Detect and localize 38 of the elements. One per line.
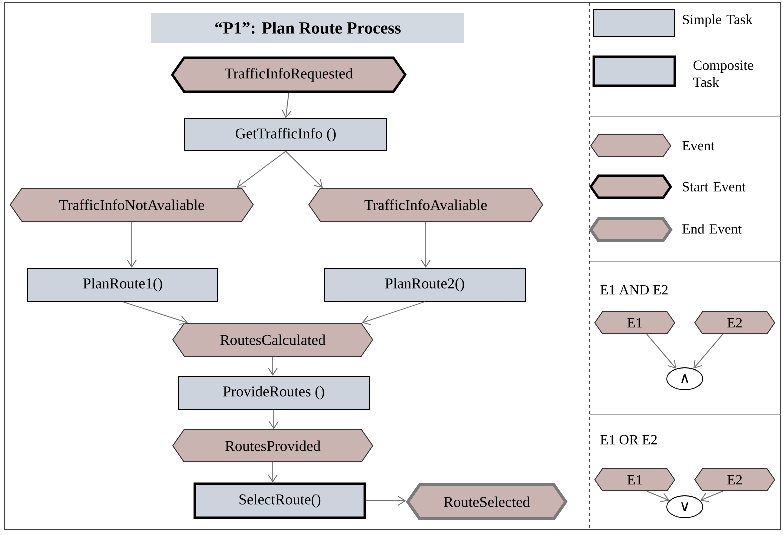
arrow [646,334,676,369]
task-box: SelectRoute() [194,482,366,520]
title-banner: “P1”: Plan Route Process [152,13,464,43]
group-heading: E1 OR E2 [600,435,657,445]
legend-entry: Simple Task [594,10,753,38]
legend-entry: End Event [589,218,742,242]
arrow [268,462,278,483]
event-hexagon: RoutesProvided [172,430,374,462]
task-box: GetTrafficInfo () [184,118,388,152]
event-hexagon: RouteSelected [406,484,568,520]
event-hexagon: E1 [594,312,676,334]
arrow [286,151,323,188]
event-hexagon: TrafficInfoRequested [171,56,407,94]
arrow [269,410,279,430]
task-box: PlanRoute1() [28,268,218,302]
arrow [366,496,406,506]
legend-entry: Start Event [590,174,746,200]
event-hexagon: E2 [694,312,776,334]
arrow [282,92,292,118]
event-hexagon: E1 [594,468,676,492]
task-box: PlanRoute2() [324,268,526,302]
arrow [362,302,426,326]
arrow [700,491,724,502]
event-hexagon: E2 [694,468,776,492]
arrow [237,151,286,188]
arrow [421,222,431,268]
arrow [127,222,137,268]
arrow [122,302,188,326]
event-hexagon: TrafficInfoNotAvaliable [10,188,254,222]
legend-entry: Composite Task [592,56,754,88]
arrow [694,334,724,369]
arrow [268,356,278,376]
task-box: ProvideRoutes () [178,376,370,410]
event-hexagon: TrafficInfoAvaliable [308,188,544,222]
group-heading: E1 AND E2 [600,285,668,295]
legend-entry: Event [590,134,715,158]
arrow [646,491,670,502]
event-hexagon: RoutesCalculated [172,323,374,357]
